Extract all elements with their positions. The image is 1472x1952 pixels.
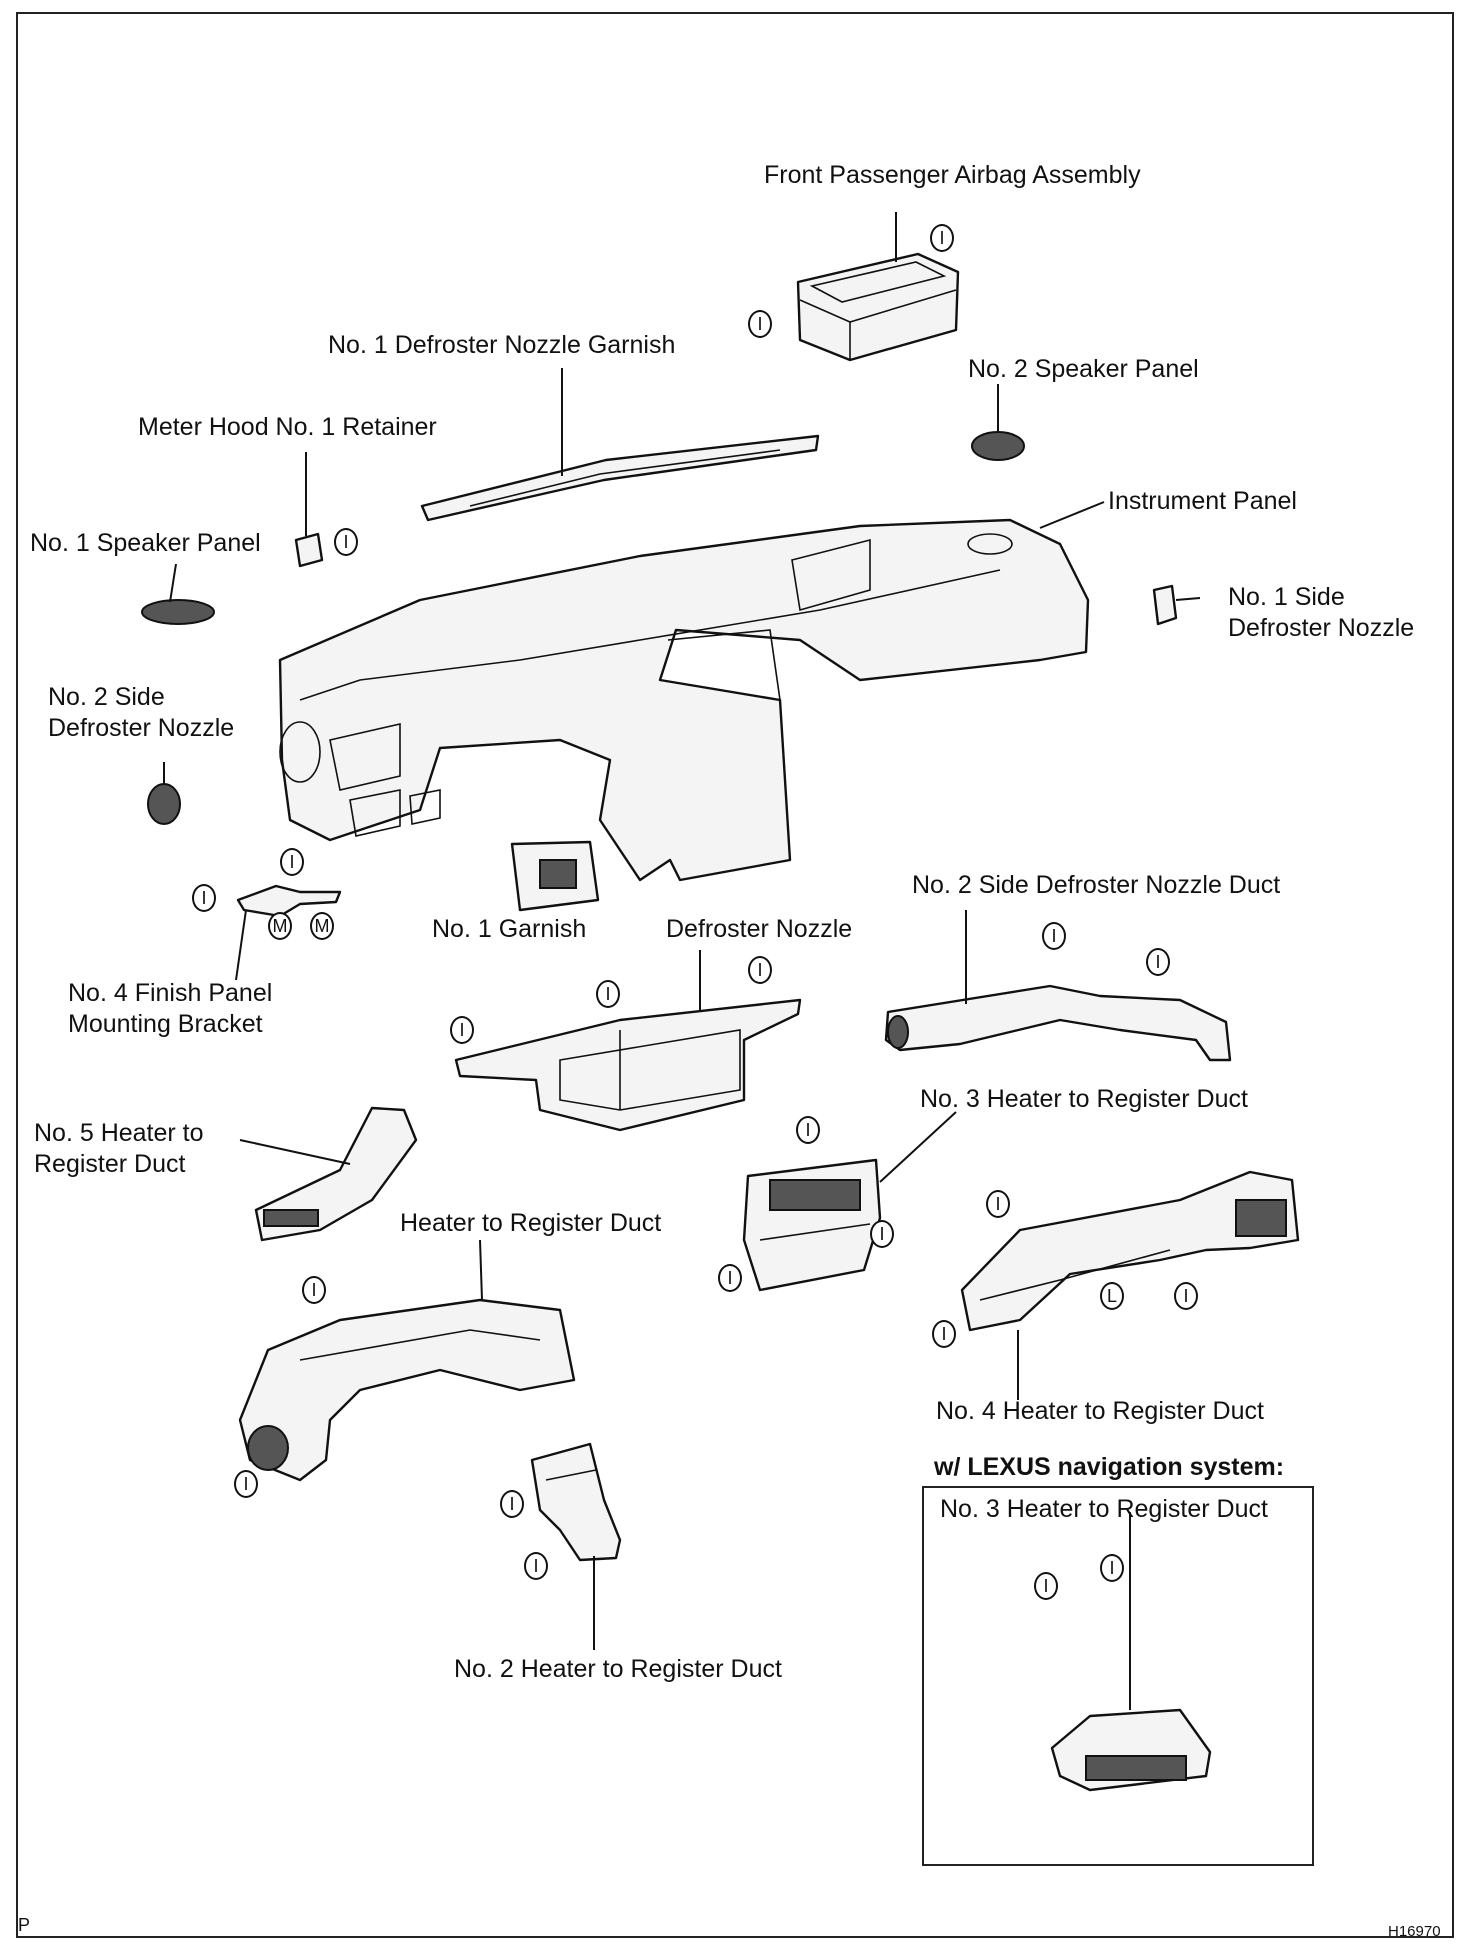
clip-marker: I xyxy=(450,1016,474,1044)
clip-marker: I xyxy=(932,1320,956,1348)
no5-heater-register-duct-label: No. 5 Heater to Register Duct xyxy=(34,1119,204,1178)
no5-heater-register-duct-part xyxy=(254,1106,418,1242)
no1-garnish-label: No. 1 Garnish xyxy=(432,915,587,943)
no1-side-defroster-nozzle-part xyxy=(1152,584,1178,626)
clip-marker: I xyxy=(1034,1572,1058,1600)
figure-code: H16970 xyxy=(1388,1923,1441,1940)
no2-side-defroster-nozzle-label: No. 2 Side Defroster Nozzle xyxy=(48,683,235,742)
defroster-nozzle-garnish-label: No. 1 Defroster Nozzle Garnish xyxy=(328,331,676,359)
nav-system-title: w/ LEXUS navigation system: xyxy=(934,1453,1285,1481)
clip-marker: I xyxy=(748,310,772,338)
nav-no3-heater-register-duct-part xyxy=(1050,1708,1212,1792)
lock-marker: L xyxy=(1100,1282,1124,1310)
no2-heater-register-duct-part xyxy=(530,1442,622,1562)
no3-heater-register-duct-label: No. 3 Heater to Register Duct xyxy=(920,1085,1248,1113)
heater-register-duct-label: Heater to Register Duct xyxy=(400,1209,662,1237)
clip-marker: I xyxy=(748,956,772,984)
no2-heater-register-duct-label: No. 2 Heater to Register Duct xyxy=(454,1655,782,1683)
no4-finish-panel-bracket-label: No. 4 Finish Panel Mounting Bracket xyxy=(68,979,273,1038)
no2-speaker-panel-part xyxy=(971,431,1025,461)
clip-marker: I xyxy=(718,1264,742,1292)
instrument-panel-part xyxy=(278,518,1090,882)
clip-marker: I xyxy=(334,528,358,556)
no2-side-defroster-nozzle-part xyxy=(147,783,181,825)
no1-garnish-part xyxy=(510,840,600,912)
heater-register-duct-part xyxy=(238,1298,576,1482)
no4-heater-register-duct-part xyxy=(960,1170,1300,1332)
no1-speaker-panel-label: No. 1 Speaker Panel xyxy=(30,529,261,557)
nav-inset-duct-label: No. 3 Heater to Register Duct xyxy=(940,1495,1268,1523)
clip-marker: I xyxy=(870,1220,894,1248)
no1-side-defroster-nozzle-label: No. 1 Side Defroster Nozzle xyxy=(1228,583,1415,642)
clip-marker: I xyxy=(1146,948,1170,976)
clip-marker: I xyxy=(524,1552,548,1580)
clip-marker: I xyxy=(302,1276,326,1304)
clip-marker: I xyxy=(1100,1554,1124,1582)
meter-hood-retainer-label: Meter Hood No. 1 Retainer xyxy=(138,413,437,441)
corner-code-left: P xyxy=(18,1915,31,1935)
clip-marker: I xyxy=(796,1116,820,1144)
clip-marker: I xyxy=(500,1490,524,1518)
no4-heater-register-duct-label: No. 4 Heater to Register Duct xyxy=(936,1397,1264,1425)
defroster-nozzle-label: Defroster Nozzle xyxy=(666,915,853,943)
no2-side-defroster-nozzle-duct-label: No. 2 Side Defroster Nozzle Duct xyxy=(912,871,1281,899)
clip-marker: I xyxy=(192,884,216,912)
defroster-nozzle-garnish-part xyxy=(420,434,820,522)
instrument-panel-label: Instrument Panel xyxy=(1108,487,1297,515)
clip-marker: I xyxy=(596,980,620,1008)
no2-speaker-panel-label: No. 2 Speaker Panel xyxy=(968,355,1199,383)
metal-marker: M xyxy=(310,912,334,940)
diagram-frame xyxy=(16,12,1454,1938)
no4-finish-panel-bracket-part xyxy=(236,884,342,918)
no3-heater-register-duct-part xyxy=(742,1158,882,1292)
clip-marker: I xyxy=(234,1470,258,1498)
clip-marker: I xyxy=(1042,922,1066,950)
airbag-assembly-part xyxy=(796,252,960,362)
clip-marker: I xyxy=(1174,1282,1198,1310)
defroster-nozzle-part xyxy=(454,998,802,1132)
meter-hood-retainer-part xyxy=(294,532,324,568)
clip-marker: I xyxy=(986,1190,1010,1218)
clip-marker: I xyxy=(280,848,304,876)
front-passenger-airbag-label: Front Passenger Airbag Assembly xyxy=(764,161,1141,189)
no1-speaker-panel-part xyxy=(141,599,215,625)
nav-system-inset: No. 3 Heater to Register Duct xyxy=(922,1486,1314,1866)
no2-side-defroster-nozzle-duct-part xyxy=(884,984,1232,1062)
metal-marker: M xyxy=(268,912,292,940)
clip-marker: I xyxy=(930,224,954,252)
